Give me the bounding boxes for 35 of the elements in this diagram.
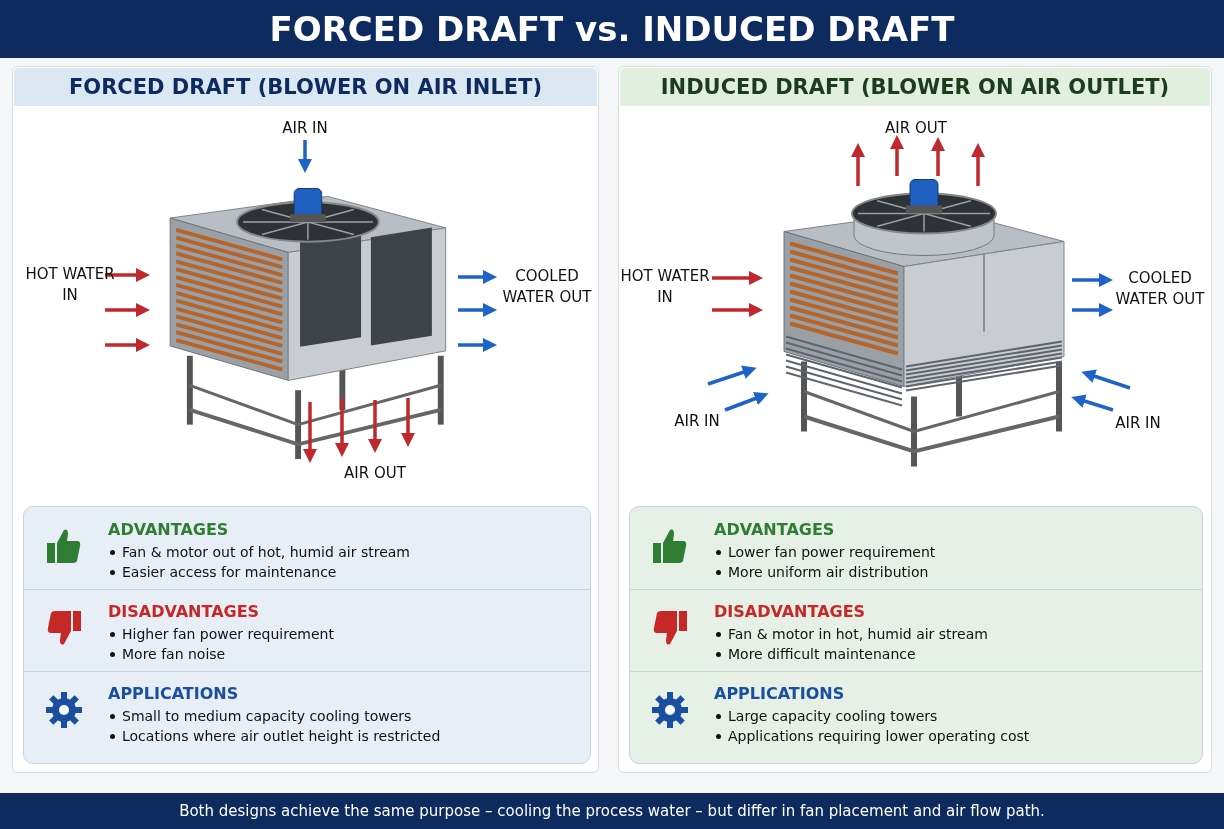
info-card — [629, 506, 1203, 764]
section-heading: ADVANTAGES — [108, 520, 229, 539]
panel-heading: INDUCED DRAFT (BLOWER ON AIR OUTLET) — [660, 75, 1170, 99]
flow-label: HOT WATER IN — [619, 266, 711, 308]
flow-label: AIR IN — [281, 118, 329, 139]
section-heading: APPLICATIONS — [714, 684, 845, 703]
comparison-panel — [12, 66, 599, 773]
bullet-item: Applications requiring lower operating cost — [714, 726, 1030, 746]
info-card — [23, 506, 591, 764]
flow-label: COOLED WATER OUT — [1114, 268, 1206, 310]
bullet-item: Large capacity cooling towers — [714, 706, 1030, 726]
title: FORCED DRAFT vs. INDUCED DRAFT — [269, 9, 955, 49]
bullet-item: More difficult maintenance — [714, 644, 988, 664]
section-heading: DISADVANTAGES — [714, 602, 866, 621]
bullet-item: More uniform air distribution — [714, 562, 936, 582]
panel-heading: FORCED DRAFT (BLOWER ON AIR INLET) — [68, 75, 543, 99]
flow-label: AIR IN — [1114, 413, 1162, 434]
bullet-item: More fan noise — [108, 644, 334, 664]
bullet-item: Small to medium capacity cooling towers — [108, 706, 441, 726]
flow-label: AIR OUT — [343, 463, 407, 484]
section-heading: DISADVANTAGES — [108, 602, 260, 621]
flow-label: AIR OUT — [884, 118, 948, 139]
bullet-item: Easier access for maintenance — [108, 562, 410, 582]
bullet-item: Fan & motor in hot, humid air stream — [714, 624, 988, 644]
bullet-item: Lower fan power requirement — [714, 542, 936, 562]
bullet-item: Higher fan power requirement — [108, 624, 334, 644]
section-heading: ADVANTAGES — [714, 520, 835, 539]
bullet-item: Fan & motor out of hot, humid air stream — [108, 542, 410, 562]
caption: Both designs achieve the same purpose – cooling the process water – but differ in fan placement and air flow path. — [179, 802, 1045, 820]
flow-label: AIR IN — [673, 411, 721, 432]
section-heading: APPLICATIONS — [108, 684, 239, 703]
bullet-item: Locations where air outlet height is restricted — [108, 726, 441, 746]
comparison-panel — [618, 66, 1212, 773]
flow-label: COOLED WATER OUT — [501, 266, 593, 308]
flow-label: HOT WATER IN — [24, 264, 116, 306]
